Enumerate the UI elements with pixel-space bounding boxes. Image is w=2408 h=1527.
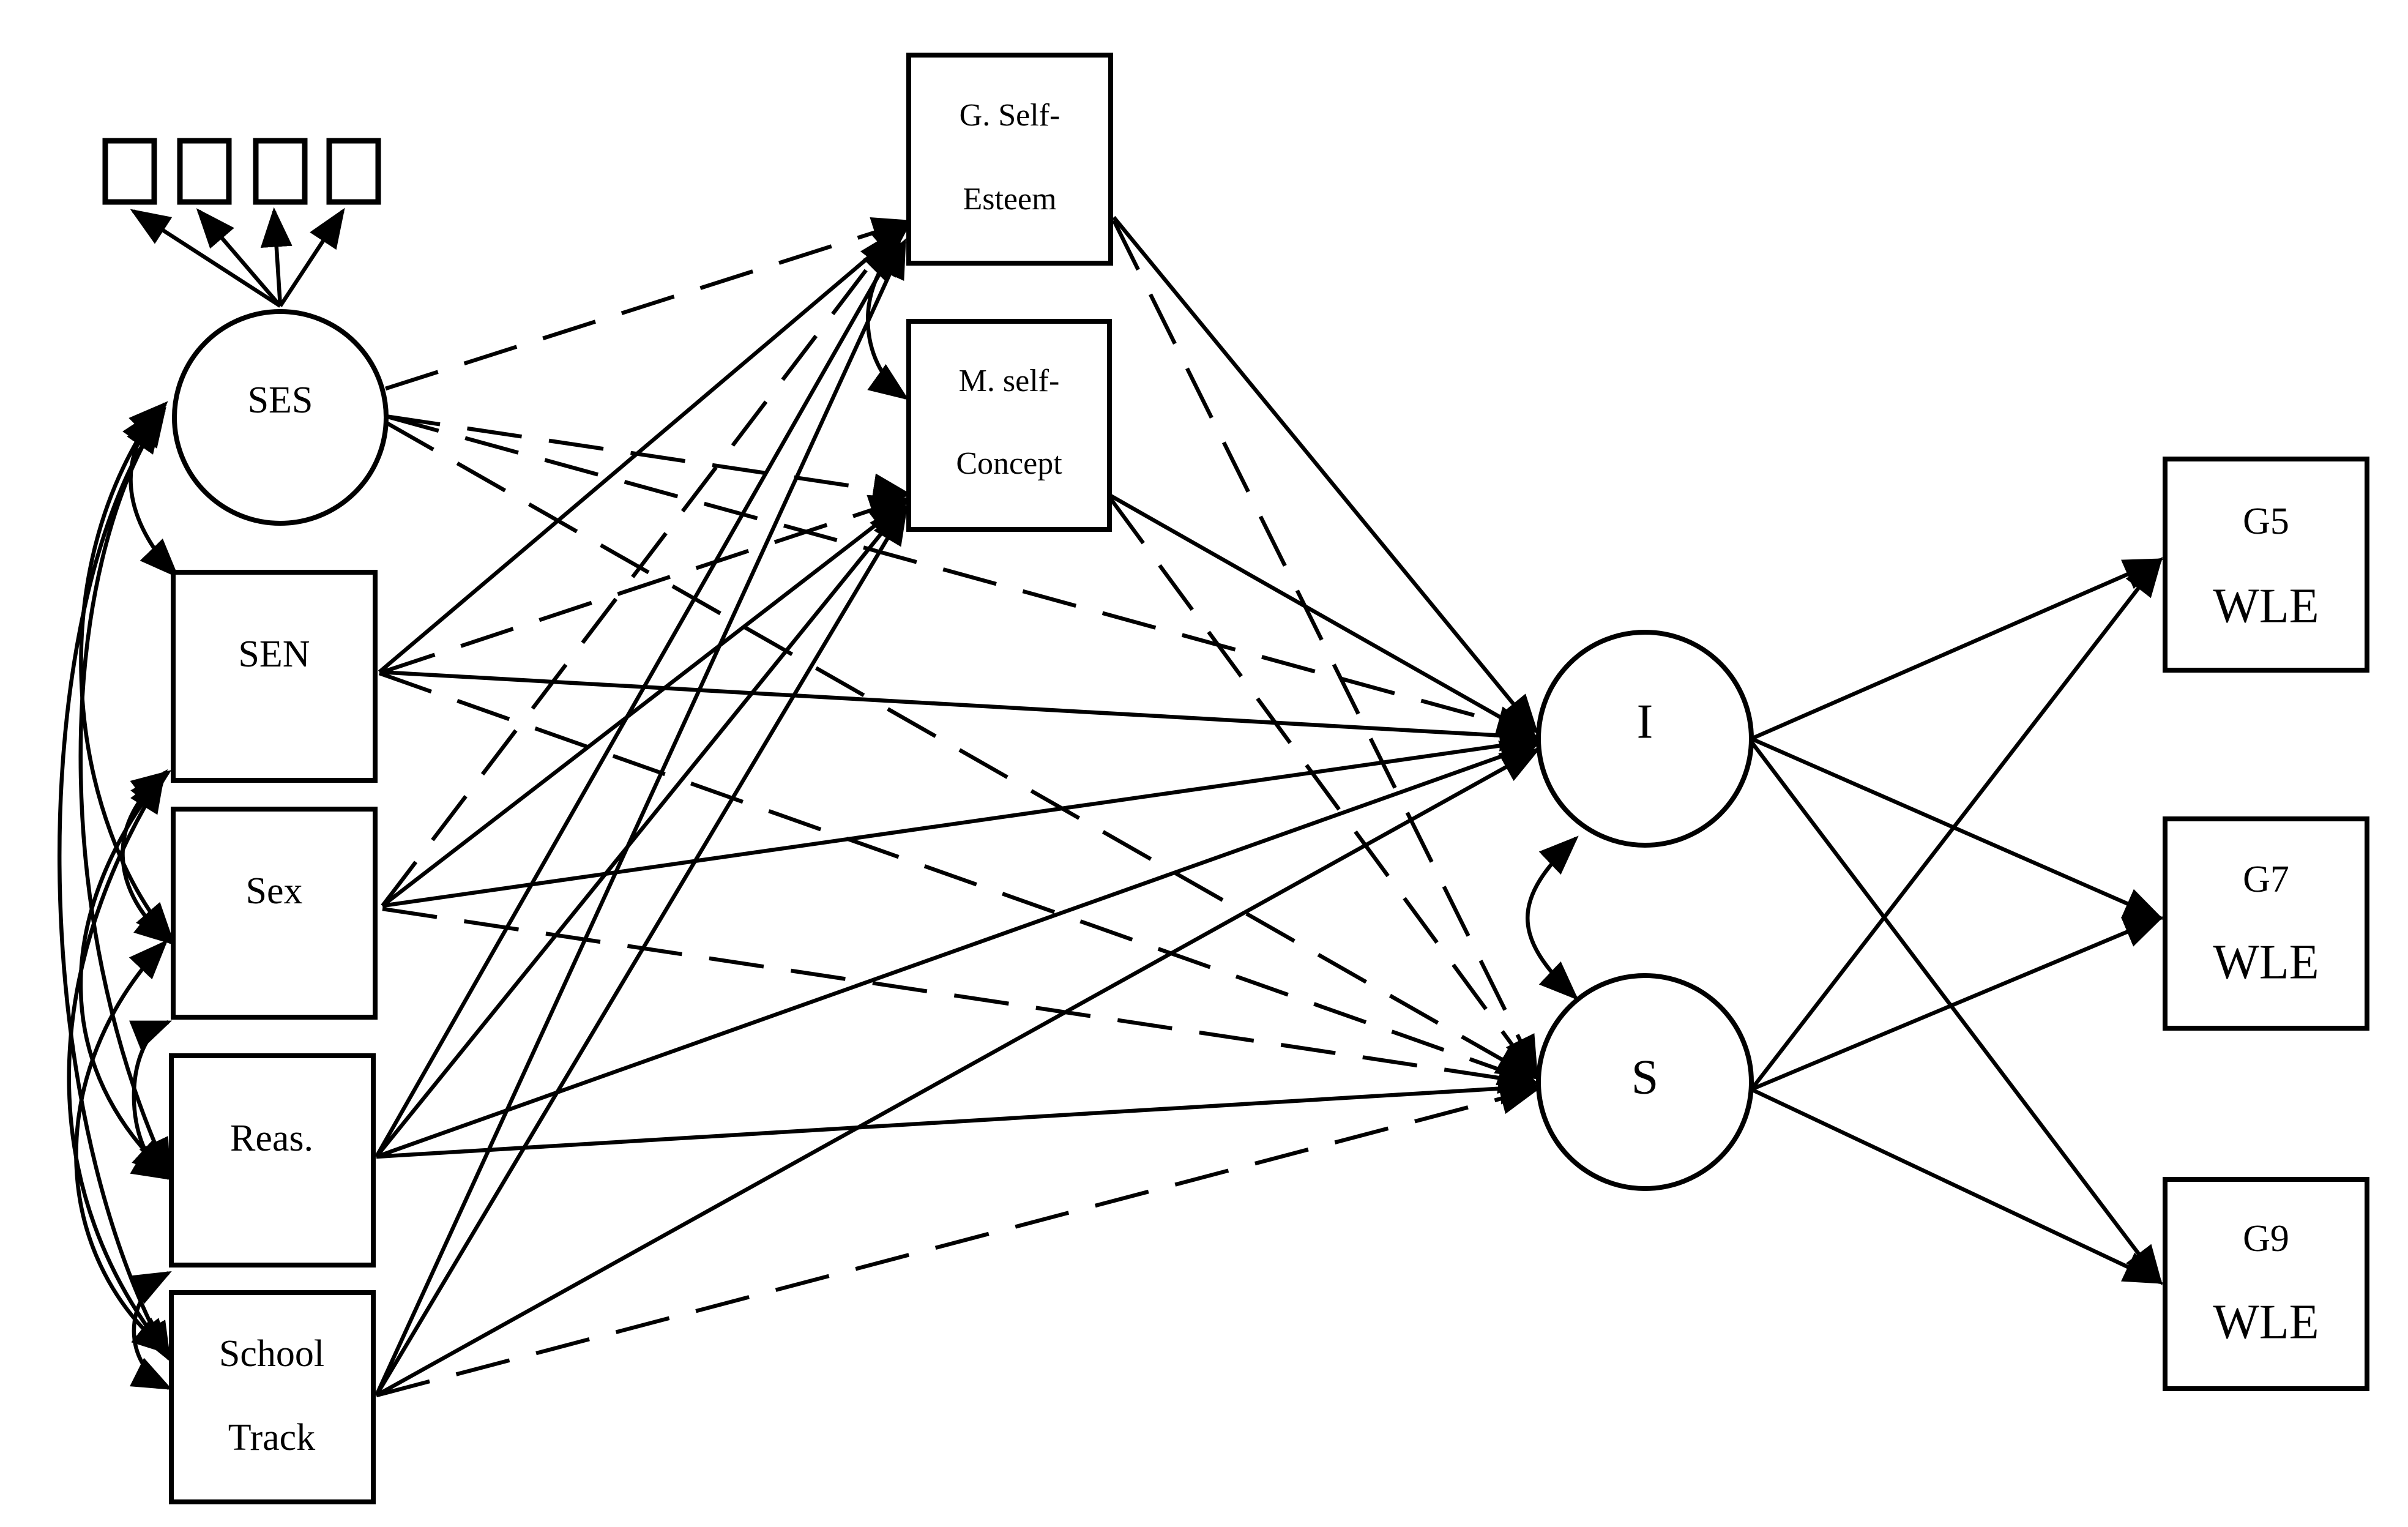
sen-to-gse-edge: [378, 220, 912, 674]
slope-label: S: [1631, 1050, 1659, 1104]
track-to-gse-edge: [375, 238, 906, 1397]
msc-to-s-edge: [1109, 498, 1538, 1081]
sen-node: SEN: [171, 570, 378, 783]
g5-wle-label: WLE: [2213, 579, 2319, 633]
track-to-msc-edge: [375, 504, 908, 1397]
ses-reas-covariance-edge: [78, 406, 171, 1179]
s-to-g5-edge: [1750, 556, 2163, 1091]
gse-to-s-edge: [1112, 219, 1538, 1076]
m-self-concept-label-line1: M. self-: [959, 364, 1060, 398]
ses-to-gse-edge: [385, 217, 913, 391]
reas-to-gse-edge: [375, 235, 902, 1158]
ses-to-s-edge: [384, 420, 1537, 1080]
ses-to-indicator-2-edge: [196, 208, 282, 308]
sex-to-gse-edge: [381, 229, 897, 907]
msc-to-i-edge: [1109, 494, 1540, 740]
intercept-node: I: [1536, 630, 1754, 848]
g7-wle-label: WLE: [2213, 935, 2319, 989]
ses-to-indicator-1-edge: [130, 209, 281, 308]
ses-to-indicator-4-edge: [278, 207, 345, 307]
gse-msc-covariance-edge: [863, 242, 909, 400]
g9-wle-label: WLE: [2213, 1295, 2319, 1349]
school-track-label-line2: Track: [228, 1417, 315, 1458]
sex-to-msc-edge: [381, 499, 909, 908]
i-to-g7-edge: [1750, 737, 2164, 920]
school-track-label-line1: School: [219, 1333, 324, 1375]
slope-node: S: [1536, 973, 1754, 1191]
sen-label: SEN: [238, 633, 310, 675]
sex-to-s-edge: [382, 906, 1539, 1094]
m-self-concept-node: M. self- Concept: [906, 319, 1112, 532]
sex-node: Sex: [171, 807, 378, 1020]
g-self-esteem-label-line2: Esteem: [963, 182, 1056, 217]
track-to-s-edge: [376, 1083, 1540, 1398]
reas-label: Reas.: [230, 1118, 313, 1159]
sen-to-i-edge: [379, 670, 1540, 752]
sen-to-msc-edge: [381, 495, 910, 674]
ses-indicator-2: [177, 138, 232, 205]
g-self-esteem-node: G. Self- Esteem: [906, 53, 1113, 266]
sex-track-covariance-edge: [74, 939, 173, 1356]
s-to-g9-edge: [1750, 1088, 2164, 1284]
ses-indicator-4: [326, 138, 381, 205]
path-edges: [57, 207, 2164, 1398]
track-to-i-edge: [375, 747, 1541, 1397]
g7-wle-node: G7 WLE: [2163, 816, 2369, 1031]
i-to-g9-edge: [1750, 741, 2163, 1286]
ses-indicator-1: [102, 138, 157, 205]
sex-to-i-edge: [382, 730, 1540, 908]
reas-node: Reas.: [169, 1053, 376, 1268]
g9-wle-node: G9 WLE: [2163, 1177, 2369, 1391]
ses-to-indicator-3-edge: [260, 207, 293, 307]
sen-track-covariance-edge: [67, 772, 172, 1359]
m-self-concept-label-line2: Concept: [956, 446, 1062, 481]
ses-label: SES: [248, 379, 313, 421]
g9-label: G9: [2243, 1218, 2289, 1260]
g5-wle-node: G5 WLE: [2163, 457, 2369, 673]
i-to-g5-edge: [1750, 558, 2164, 741]
ses-indicators: [102, 138, 381, 205]
ses-node: SES: [172, 309, 389, 526]
ses-track-covariance-edge: [57, 413, 171, 1362]
g5-label: G5: [2243, 501, 2289, 542]
ses-to-msc-edge: [385, 414, 913, 506]
reas-to-s-edge: [376, 1072, 1540, 1159]
intercept-label: I: [1637, 695, 1653, 749]
reas-to-i-edge: [375, 741, 1541, 1159]
s-to-g7-edge: [1750, 916, 2164, 1091]
ses-indicator-3: [253, 138, 308, 205]
sen-reas-covariance-edge: [78, 769, 172, 1178]
gse-to-i-edge: [1112, 215, 1539, 735]
sex-label: Sex: [246, 870, 303, 912]
reas-to-msc-edge: [375, 501, 908, 1159]
g7-label: G7: [2243, 859, 2289, 900]
sen-to-s-edge: [378, 671, 1539, 1085]
i-s-covariance-edge: [1526, 835, 1579, 1001]
g-self-esteem-label-line1: G. Self-: [960, 98, 1060, 133]
school-track-node: School Track: [169, 1290, 376, 1504]
ses-sex-covariance-edge: [79, 408, 174, 943]
